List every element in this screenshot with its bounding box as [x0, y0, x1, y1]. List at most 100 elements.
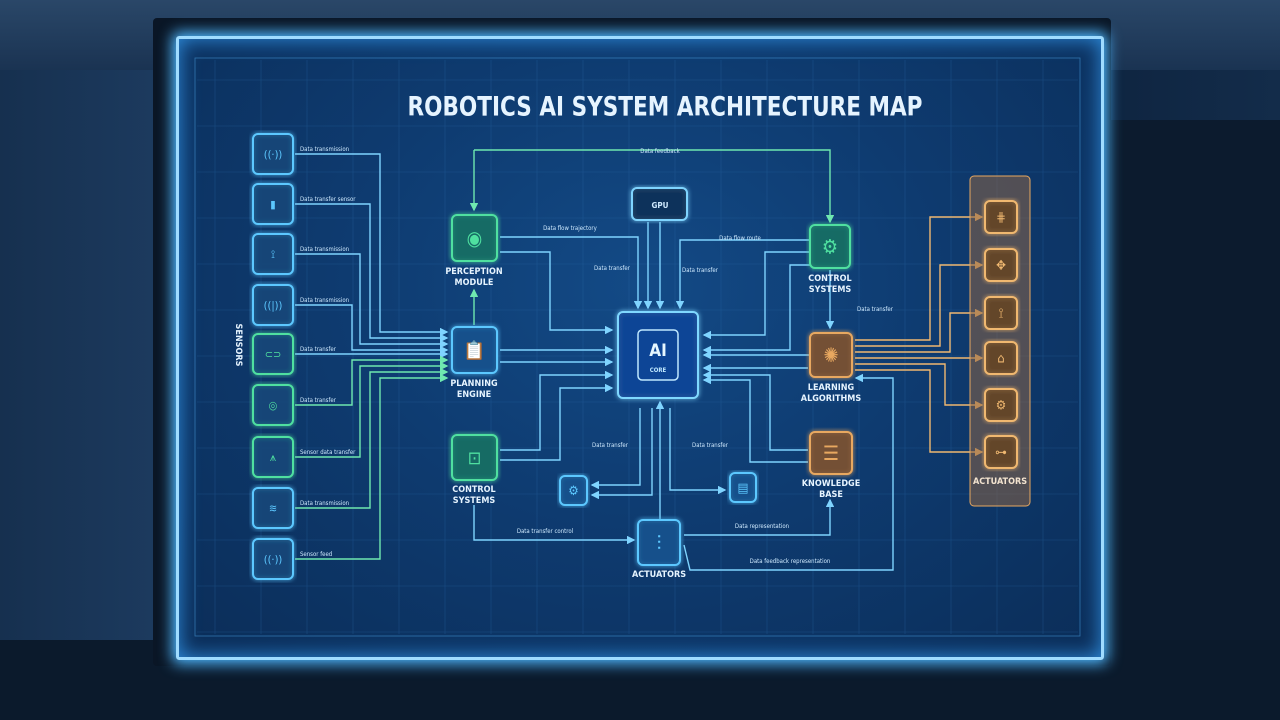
edge-label: Data transfer [682, 267, 719, 274]
sensor-edge-label: Sensor data transfer [300, 449, 356, 456]
actuators-node[interactable]: ⫶ ACTUATORS [632, 519, 686, 580]
connection-arrow [702, 375, 808, 463]
actuator-1[interactable]: ⋕ [984, 200, 1018, 234]
sliders-icon: ⫶ [657, 531, 662, 555]
camera-sensor-icon: ▮ [270, 198, 275, 211]
edge-label: Data feedback representation [750, 558, 831, 565]
sensor-edge-label: Data transmission [300, 500, 349, 507]
antenna-icon: ((|)) [264, 299, 283, 312]
gear-icon: ⚙ [822, 235, 838, 259]
connection-arrow [590, 408, 653, 500]
eye-icon: ◉ [467, 226, 483, 250]
connection-arrow [500, 236, 643, 310]
diagram-title: ROBOTICS AI SYSTEM ARCHITECTURE MAP [408, 91, 923, 121]
gears-icon: ⚙ [996, 399, 1007, 414]
connection-arrow [295, 373, 449, 560]
edge-label: Data transfer control [517, 528, 573, 535]
sensor-edge-label: Data transfer [300, 397, 337, 404]
sensor-7[interactable]: ⩚ [252, 436, 294, 478]
connection-arrow [855, 212, 984, 341]
connection-arrow [675, 239, 810, 310]
small-gear-module[interactable]: ⚙ [559, 475, 588, 506]
perception-module-box [451, 214, 498, 262]
node-label: CONTROL [808, 274, 851, 284]
edge-label: Data transfer [692, 442, 729, 449]
connection-arrow [855, 260, 984, 347]
node-label: BASE [819, 490, 843, 500]
actuator-4[interactable]: ⌂ [984, 341, 1018, 375]
edge-label: Data transfer [857, 306, 894, 313]
actuator-2[interactable]: ✥ [984, 248, 1018, 282]
small-database-module-box [729, 472, 757, 503]
connection-arrow [474, 149, 835, 224]
connection-arrow [295, 367, 449, 509]
connection-arrow [295, 253, 449, 349]
actuator-3[interactable]: ⟟ [984, 296, 1018, 330]
node-label: ENGINE [457, 390, 491, 400]
node-label: CORE [650, 367, 667, 374]
connection-arrow [295, 153, 449, 337]
actuator-6[interactable]: ⊶ [984, 435, 1018, 469]
sensor-8[interactable]: ≋ [252, 487, 294, 529]
sensor-5[interactable]: ⊂⊃ [252, 333, 294, 375]
robot-arm-icon: ⟟ [271, 248, 275, 261]
node-label: PERCEPTION [445, 267, 503, 277]
sensor-3-box [252, 233, 294, 275]
actuator-6-box [984, 435, 1018, 469]
actuator-4-box [984, 341, 1018, 375]
connection-arrow [684, 498, 835, 536]
node-label: GPU [651, 201, 668, 210]
connection-arrow [295, 304, 449, 355]
edge-label: Data flow route [719, 235, 761, 242]
edge-label: Data feedback [640, 148, 680, 155]
motor-icon: ⋕ [996, 211, 1006, 226]
gpu-module-box [631, 187, 688, 221]
node-label: SYSTEMS [453, 496, 496, 506]
connection-arrow [702, 251, 810, 340]
small-database-module[interactable]: ▤ [729, 472, 757, 503]
manipulator-icon: ⌂ [997, 352, 1004, 367]
actuator-5[interactable]: ⚙ [984, 388, 1018, 422]
connection-arrow [295, 361, 449, 458]
sensor-1-box [252, 133, 294, 175]
sensor-4[interactable]: ((|)) [252, 284, 294, 326]
edge-label: Data flow trajectory [543, 225, 597, 232]
sensor-2[interactable]: ▮ [252, 183, 294, 225]
servo-icon: ⊶ [995, 446, 1007, 461]
sensor-9[interactable]: ((·)) [252, 538, 294, 580]
sensor-5-box [252, 333, 294, 375]
sensor-6[interactable]: ◎ [252, 384, 294, 426]
knowledge-base-box [809, 431, 853, 475]
actuator-1-box [984, 200, 1018, 234]
gpu-module[interactable]: GPU [631, 187, 688, 221]
actuator-3-box [984, 296, 1018, 330]
connection-arrow [702, 370, 808, 451]
control-systems-left-box [451, 434, 498, 481]
robot-arm-icon: ⟟ [999, 307, 1004, 322]
node-label: ACTUATORS [632, 570, 686, 580]
sensor-2-box [252, 183, 294, 225]
sensor-1[interactable]: ((·)) [252, 133, 294, 175]
connection-arrow [500, 370, 614, 451]
connection-arrow [473, 505, 636, 545]
connection-arrow [855, 369, 984, 457]
server-room-window [1110, 120, 1280, 680]
actuator-2-box [984, 248, 1018, 282]
connection-arrow [855, 308, 984, 353]
edge-label: Data transfer [594, 265, 631, 272]
connection-arrow [500, 251, 614, 335]
node-label: KNOWLEDGE [802, 479, 860, 489]
sensor-9-box [252, 538, 294, 580]
control-systems-right-box [809, 224, 851, 269]
sensor-3[interactable]: ⟟ [252, 233, 294, 275]
